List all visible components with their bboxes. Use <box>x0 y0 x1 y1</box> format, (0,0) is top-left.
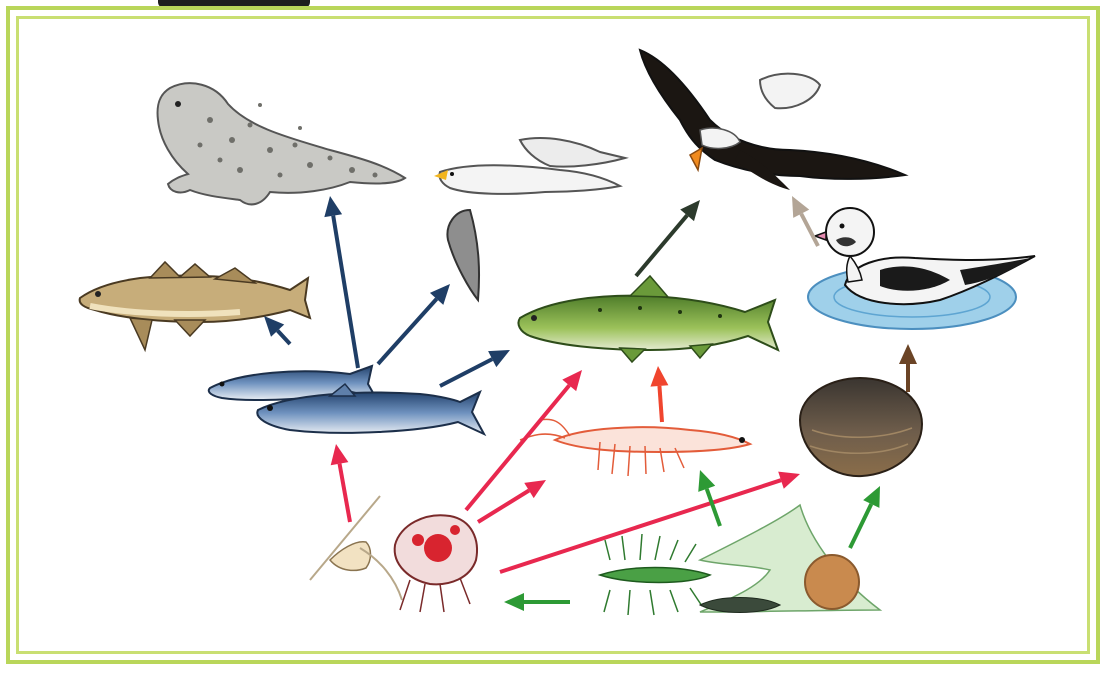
arrow-head <box>504 593 524 611</box>
arrow-shaft <box>478 491 529 522</box>
arrow-shaft <box>440 359 492 386</box>
arrow-shaft <box>333 216 358 368</box>
sea-eagle-icon <box>640 50 905 190</box>
forage-fish-icon <box>209 366 484 434</box>
arrow-shaft <box>801 214 818 246</box>
arrow-head <box>899 344 917 364</box>
arrow-phytoplankton-to-clam <box>850 486 880 548</box>
arrow-shaft <box>278 331 290 344</box>
arrow-shaft <box>636 215 687 276</box>
arrow-forage-fish-to-cod <box>264 316 290 344</box>
arrow-shaft <box>466 385 569 510</box>
cod-fish-icon <box>80 262 310 350</box>
arrow-phytoplankton-to-amphipod <box>504 593 570 611</box>
krill-icon <box>520 419 750 476</box>
arrow-head <box>650 366 668 387</box>
arrow-head <box>698 470 715 492</box>
arrow-shaft <box>378 299 437 364</box>
arrow-salmon-to-eagle <box>636 200 700 276</box>
salmon-icon <box>518 276 778 362</box>
seal-icon <box>158 83 406 204</box>
arrow-forage-fish-to-salmon <box>440 350 510 386</box>
arrow-forage-fish-to-gull <box>378 284 450 364</box>
clam-icon <box>800 378 922 476</box>
arrow-shaft <box>659 386 662 422</box>
arrow-head <box>778 472 800 489</box>
amphipod-icon <box>395 515 477 612</box>
phytoplankton-icon <box>600 505 880 615</box>
seagull-icon <box>434 138 625 300</box>
copepod-icon <box>310 496 402 600</box>
arrow-forage-fish-to-seal <box>324 196 358 368</box>
arrow-clam-to-duck <box>899 344 917 392</box>
arrow-head <box>324 196 342 217</box>
arrow-duck-to-eagle <box>792 196 818 246</box>
long-tailed-duck-icon <box>808 208 1035 329</box>
arrow-shaft <box>707 489 720 526</box>
arrow-shaft <box>850 504 871 548</box>
arrow-phytoplankton-to-krill <box>698 470 720 526</box>
arrow-head <box>331 444 349 465</box>
arrow-krill-to-salmon <box>650 366 668 422</box>
arrow-shaft <box>340 464 350 522</box>
arrow-copepod-to-forage-fish <box>331 444 350 522</box>
